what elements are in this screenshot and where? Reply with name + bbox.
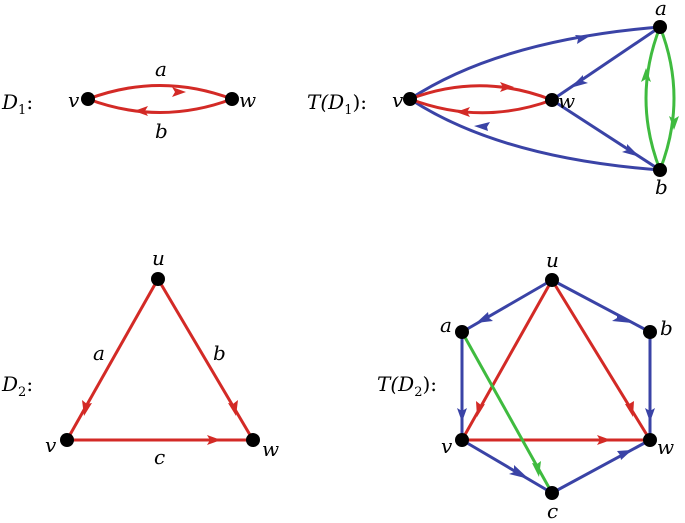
td1-edge-b-v-arrow — [474, 122, 490, 131]
d1-edge-b — [87, 97, 233, 114]
td1-edge-a-w — [551, 25, 661, 102]
panel-td1-title: T(D1): — [307, 90, 367, 118]
panel-d1-title: D1: — [1, 90, 33, 118]
td1-edge-w-b — [551, 98, 661, 172]
d1-label-a: a — [155, 57, 167, 81]
td1-edge-a-b — [658, 26, 676, 171]
td1-edge-b-a-arrow — [641, 68, 651, 82]
td1-edge-a-w-arrow — [570, 75, 588, 88]
td2-edge-u-b — [551, 278, 651, 334]
td1-edge-a-b-arrow — [669, 116, 679, 130]
d1-edge-b-arrow — [134, 106, 148, 116]
panel-td1: T(D1): v w a b — [307, 0, 679, 199]
td2-edge-b-w-arrow — [645, 408, 655, 422]
td1-edge-v-a-arrow — [575, 35, 590, 44]
d2-edge-v-w-arrow — [207, 435, 221, 445]
panel-d2: D2: u v w a b c — [1, 246, 279, 469]
td2-edge-c-w — [551, 438, 651, 495]
td2-edge-u-a-arrow — [476, 312, 493, 323]
d2-edge-u-w — [156, 278, 255, 441]
d2-label-u: u — [152, 246, 165, 270]
d2-edge-u-w-arrow — [228, 400, 238, 416]
td2-edge-a-c-arrow — [532, 461, 541, 477]
td1-edge-w-b-arrow — [622, 144, 640, 157]
d2-vertex-v — [60, 433, 74, 447]
td2-edge-v-c-arrow — [509, 465, 529, 479]
td2-vertex-w — [643, 433, 657, 447]
td1-label-v: v — [392, 88, 404, 112]
td2-vertex-u — [545, 273, 559, 287]
td2-label-a: a — [440, 313, 452, 337]
d1-vertex-v — [81, 92, 95, 106]
td2-edge-u-a — [461, 278, 553, 334]
td2-vertex-a — [455, 325, 469, 339]
td2-edge-c-w-arrow — [617, 450, 632, 460]
d2-label-b: b — [213, 341, 226, 365]
panel-td2-title: T(D2): — [377, 372, 437, 400]
panel-d2-title: D2: — [1, 372, 33, 400]
d2-vertex-w — [246, 433, 260, 447]
td1-label-w: w — [558, 89, 575, 113]
d1-edge-a-arrow — [172, 87, 186, 97]
panel-td2: T(D2): u a b v w c — [377, 248, 674, 523]
td2-label-c: c — [547, 499, 558, 523]
td1-vertex-v — [403, 92, 417, 106]
td1-edge-v-w — [409, 84, 553, 102]
td2-vertex-v — [455, 433, 469, 447]
td2-vertex-c — [545, 486, 559, 500]
td2-edge-u-w — [550, 279, 652, 441]
td2-edge-u-w-arrow — [625, 401, 634, 417]
td1-vertex-a — [653, 20, 667, 34]
d1-edge-a — [87, 84, 233, 101]
td2-edge-u-v — [460, 279, 554, 441]
td2-edge-v-c — [461, 438, 553, 495]
td2-label-w: w — [657, 435, 674, 459]
d2-edge-u-v — [65, 278, 160, 441]
td1-edge-w-v — [409, 97, 553, 115]
d2-label-w: w — [262, 437, 279, 461]
d2-vertex-u — [151, 272, 165, 286]
td1-vertex-w — [545, 93, 559, 107]
td2-vertex-b — [643, 325, 657, 339]
td1-label-b: b — [655, 175, 668, 199]
td2-label-b: b — [660, 316, 673, 340]
td2-edge-u-b-arrow — [612, 313, 632, 323]
td1-label-a: a — [655, 0, 667, 20]
td2-label-u: u — [546, 248, 559, 272]
td1-edge-v-a — [409, 25, 661, 101]
td2-label-v: v — [441, 434, 453, 458]
d1-label-b: b — [155, 119, 168, 143]
d1-vertex-w — [225, 92, 239, 106]
td1-edge-w-v-arrow — [456, 107, 470, 117]
td1-edge-v-w-arrow — [500, 82, 514, 92]
d2-edge-u-v-arrow — [82, 400, 92, 416]
td1-edge-b-v — [409, 97, 661, 172]
d2-label-a: a — [93, 341, 105, 365]
d2-label-v: v — [45, 433, 57, 457]
td2-edge-a-v-arrow — [457, 408, 467, 422]
d2-label-c: c — [154, 445, 165, 469]
td2-edge-v-w-arrow — [597, 435, 611, 445]
td2-edge-u-v-arrow — [476, 401, 485, 417]
d1-label-w: w — [239, 88, 256, 112]
panel-d1: D1: v w a b — [1, 57, 256, 143]
td1-edge-b-a — [644, 26, 662, 171]
td1-vertex-b — [653, 163, 667, 177]
d1-label-v: v — [68, 88, 80, 112]
